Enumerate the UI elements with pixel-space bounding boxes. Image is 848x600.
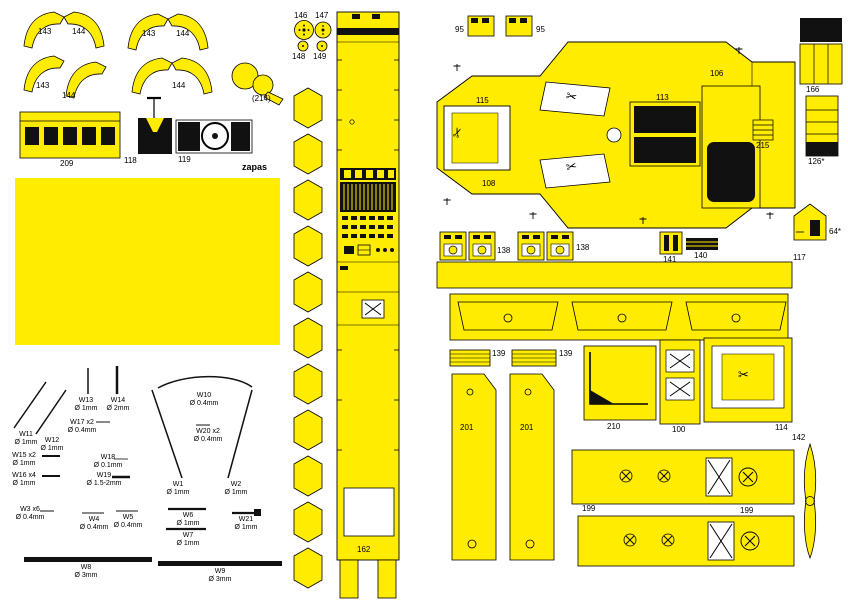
label-139: 139 bbox=[492, 349, 506, 358]
label-143: 143 bbox=[36, 81, 50, 90]
fender-parts-143-144 bbox=[23, 11, 213, 99]
label-95: 95 bbox=[536, 25, 545, 34]
label-148: 148 bbox=[292, 52, 306, 61]
label-166: 166 bbox=[806, 85, 820, 94]
label-146: 146 bbox=[294, 11, 308, 20]
label-143: 143 bbox=[142, 29, 156, 38]
label-126: 126* bbox=[808, 157, 825, 166]
part-142-blade bbox=[803, 442, 817, 560]
label-215: 215 bbox=[756, 141, 770, 150]
wire-label-w6: W6 Ø 1mm bbox=[176, 512, 200, 528]
wire-label-w4: W4 Ø 0.4mm bbox=[79, 516, 109, 532]
part-114 bbox=[703, 337, 793, 423]
part-210 bbox=[583, 345, 657, 421]
label-199: 199 bbox=[740, 506, 754, 515]
label-138: 138 bbox=[497, 246, 511, 255]
label-144: 144 bbox=[62, 91, 76, 100]
label-113: 113 bbox=[656, 93, 669, 102]
scissors-icon: ✂ bbox=[738, 367, 749, 382]
label-115: 115 bbox=[476, 96, 489, 105]
wire-label-w19: W19 Ø 1.5-2mm bbox=[86, 472, 122, 488]
wire-label-w13: W13 Ø 1mm bbox=[74, 397, 98, 413]
label-106: 106 bbox=[710, 69, 724, 78]
wire-templates bbox=[13, 366, 282, 566]
bumper-strip bbox=[449, 293, 789, 341]
label-144: 144 bbox=[176, 29, 190, 38]
part-214-mirror bbox=[231, 62, 284, 106]
glue-mark-icons bbox=[443, 47, 774, 224]
label-209: 209 bbox=[60, 159, 74, 168]
spring-segment-column bbox=[293, 87, 323, 589]
label-149: 149 bbox=[313, 52, 327, 61]
parts-146-149 bbox=[294, 20, 332, 52]
parts-199 bbox=[571, 449, 795, 567]
part-140 bbox=[686, 238, 718, 250]
part-119 bbox=[175, 119, 253, 154]
label-108: 108 bbox=[482, 179, 496, 188]
wire-label-w5: W5 Ø 0.4mm bbox=[113, 514, 143, 530]
wire-label-w2: W2 Ø 1mm bbox=[224, 481, 248, 497]
parts-95 bbox=[467, 15, 533, 37]
part-162-body-strip bbox=[336, 11, 400, 599]
label-95: 95 bbox=[455, 25, 464, 34]
label-141: 141 bbox=[663, 255, 677, 264]
wire-label-w14: W14 Ø 2mm bbox=[106, 397, 130, 413]
parts-138-lamps bbox=[439, 231, 574, 261]
label-214: (214) bbox=[252, 94, 271, 103]
part-118 bbox=[138, 96, 172, 154]
part-209 bbox=[19, 111, 121, 159]
label-201: 201 bbox=[520, 423, 534, 432]
wire-label-w1: W1 Ø 1mm bbox=[166, 481, 190, 497]
part-106-cab-unfold bbox=[436, 41, 796, 229]
label-144: 144 bbox=[72, 27, 86, 36]
parts-201 bbox=[451, 373, 555, 561]
label-139: 139 bbox=[559, 349, 573, 358]
wire-label-w21: W21 Ø 1mm bbox=[234, 516, 258, 532]
label-201: 201 bbox=[460, 423, 474, 432]
wire-label-w9: W9 Ø 3mm bbox=[208, 568, 232, 584]
label-142: 142 bbox=[792, 433, 806, 442]
wire-label-w8: W8 Ø 3mm bbox=[74, 564, 98, 580]
wire-label-w11: W11 Ø 1mm bbox=[14, 431, 38, 447]
label-162: 162 bbox=[357, 545, 371, 554]
part-166 bbox=[799, 18, 843, 85]
label-100: 100 bbox=[672, 425, 686, 434]
label-138: 138 bbox=[576, 243, 590, 252]
part-126 bbox=[805, 95, 839, 157]
label-118: 118 bbox=[124, 156, 137, 165]
label-199: 199 bbox=[582, 504, 596, 513]
label-147: 147 bbox=[315, 11, 329, 20]
label-210: 210 bbox=[607, 422, 621, 431]
label-zapas: zapas bbox=[242, 162, 268, 172]
wire-label-w12: W12 Ø 1mm bbox=[40, 437, 64, 453]
parts-139 bbox=[449, 349, 557, 367]
part-141 bbox=[659, 231, 683, 255]
spare-material-sheet bbox=[15, 178, 280, 345]
label-144: 144 bbox=[172, 81, 186, 90]
part-100 bbox=[659, 339, 701, 425]
label-140: 140 bbox=[694, 251, 708, 260]
part-115-frame bbox=[443, 105, 511, 171]
label-64: 64* bbox=[829, 227, 842, 236]
wire-label-w7: W7 Ø 1mm bbox=[176, 532, 200, 548]
wire-label-w10: W10 Ø 0.4mm bbox=[189, 392, 219, 408]
label-143: 143 bbox=[38, 27, 52, 36]
label-117: 117 bbox=[793, 253, 806, 262]
label-119: 119 bbox=[178, 155, 191, 164]
part-117-bar bbox=[436, 261, 793, 289]
part-64-cabin-end bbox=[793, 203, 827, 241]
wire-label-w18: W18 Ø 0.1mm bbox=[93, 454, 123, 470]
label-114: 114 bbox=[775, 423, 788, 432]
